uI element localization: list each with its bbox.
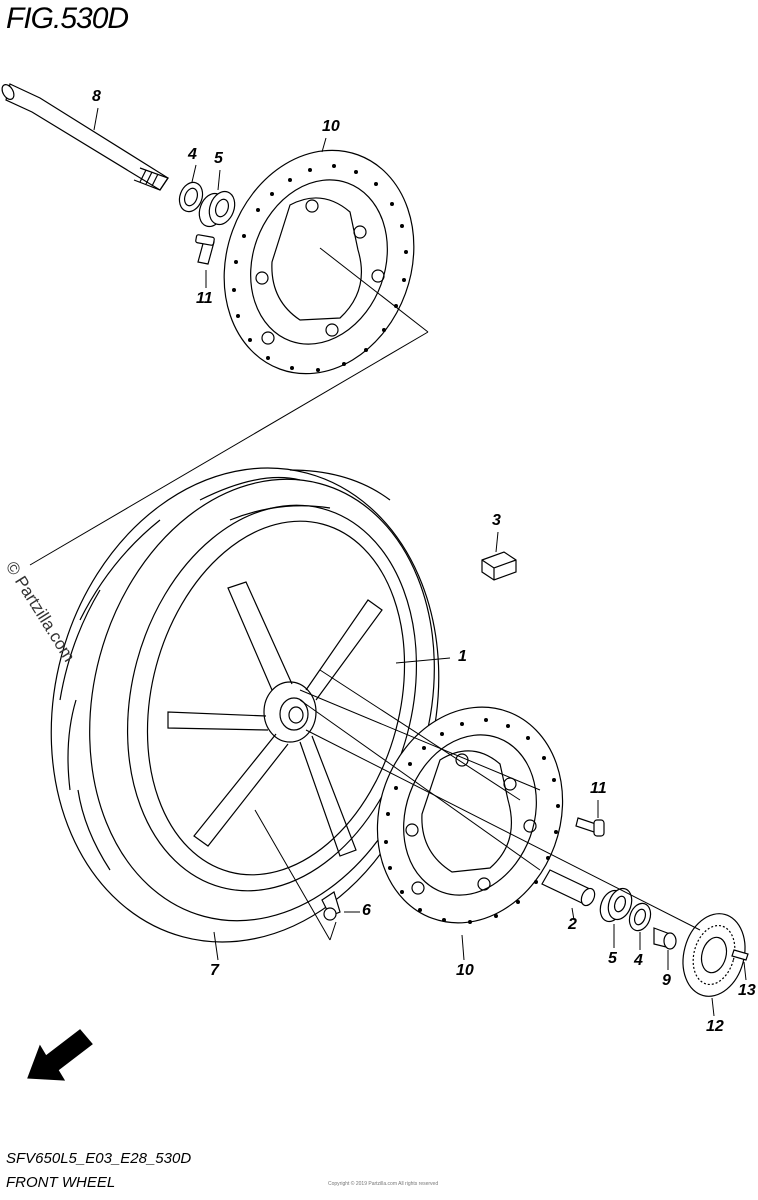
callout-4[interactable]: 4 xyxy=(634,952,643,969)
callout-4[interactable]: 4 xyxy=(188,146,197,163)
callout-13[interactable]: 13 xyxy=(738,982,756,999)
leader-lines xyxy=(29,107,747,1017)
brake-disc-part-10-upper[interactable] xyxy=(194,123,445,400)
callout-7[interactable]: 7 xyxy=(210,962,219,979)
valve-part-6[interactable] xyxy=(321,891,341,921)
callout-11[interactable]: 11 xyxy=(196,290,213,307)
bracket-part-3[interactable] xyxy=(481,551,517,581)
screw-part-13[interactable] xyxy=(731,949,749,961)
callout-8[interactable]: 8 xyxy=(92,88,101,105)
callout-3[interactable]: 3 xyxy=(492,512,501,529)
callout-5[interactable]: 5 xyxy=(608,950,617,967)
axle-part-8[interactable] xyxy=(0,83,169,191)
diagram-name: FRONT WHEEL xyxy=(6,1174,116,1191)
sensor-rotor-part-12[interactable] xyxy=(674,907,754,1004)
fine-print: Copyright © 2019 Partzilla.com All right… xyxy=(328,1181,439,1187)
diagram-code: SFV650L5_E03_E28_530D xyxy=(6,1150,192,1167)
callout-10[interactable]: 10 xyxy=(456,962,474,979)
seal-part-4-upper[interactable] xyxy=(176,179,207,215)
bearing-part-5-upper[interactable] xyxy=(195,188,239,230)
bolt-part-11-upper[interactable] xyxy=(195,234,215,265)
collar-part-9[interactable] xyxy=(653,927,677,950)
fwd-arrow-icon xyxy=(27,1029,93,1081)
bearing-part-5-lower[interactable] xyxy=(596,885,636,925)
callout-2[interactable]: 2 xyxy=(568,916,577,933)
brake-disc-part-10-lower[interactable] xyxy=(348,681,592,949)
figure-title: FIG.530D xyxy=(6,2,129,35)
callout-10[interactable]: 10 xyxy=(322,118,340,135)
callout-11[interactable]: 11 xyxy=(590,780,607,797)
spacer-part-2[interactable] xyxy=(541,869,597,908)
bolt-part-11-lower[interactable] xyxy=(575,817,605,837)
callout-1[interactable]: 1 xyxy=(458,648,467,665)
callout-6[interactable]: 6 xyxy=(362,902,371,919)
callout-9[interactable]: 9 xyxy=(662,972,671,989)
callout-12[interactable]: 12 xyxy=(706,1018,724,1035)
front-wheel-assembly[interactable] xyxy=(0,424,491,986)
callout-5[interactable]: 5 xyxy=(214,150,223,167)
seal-part-4-lower[interactable] xyxy=(626,900,654,933)
